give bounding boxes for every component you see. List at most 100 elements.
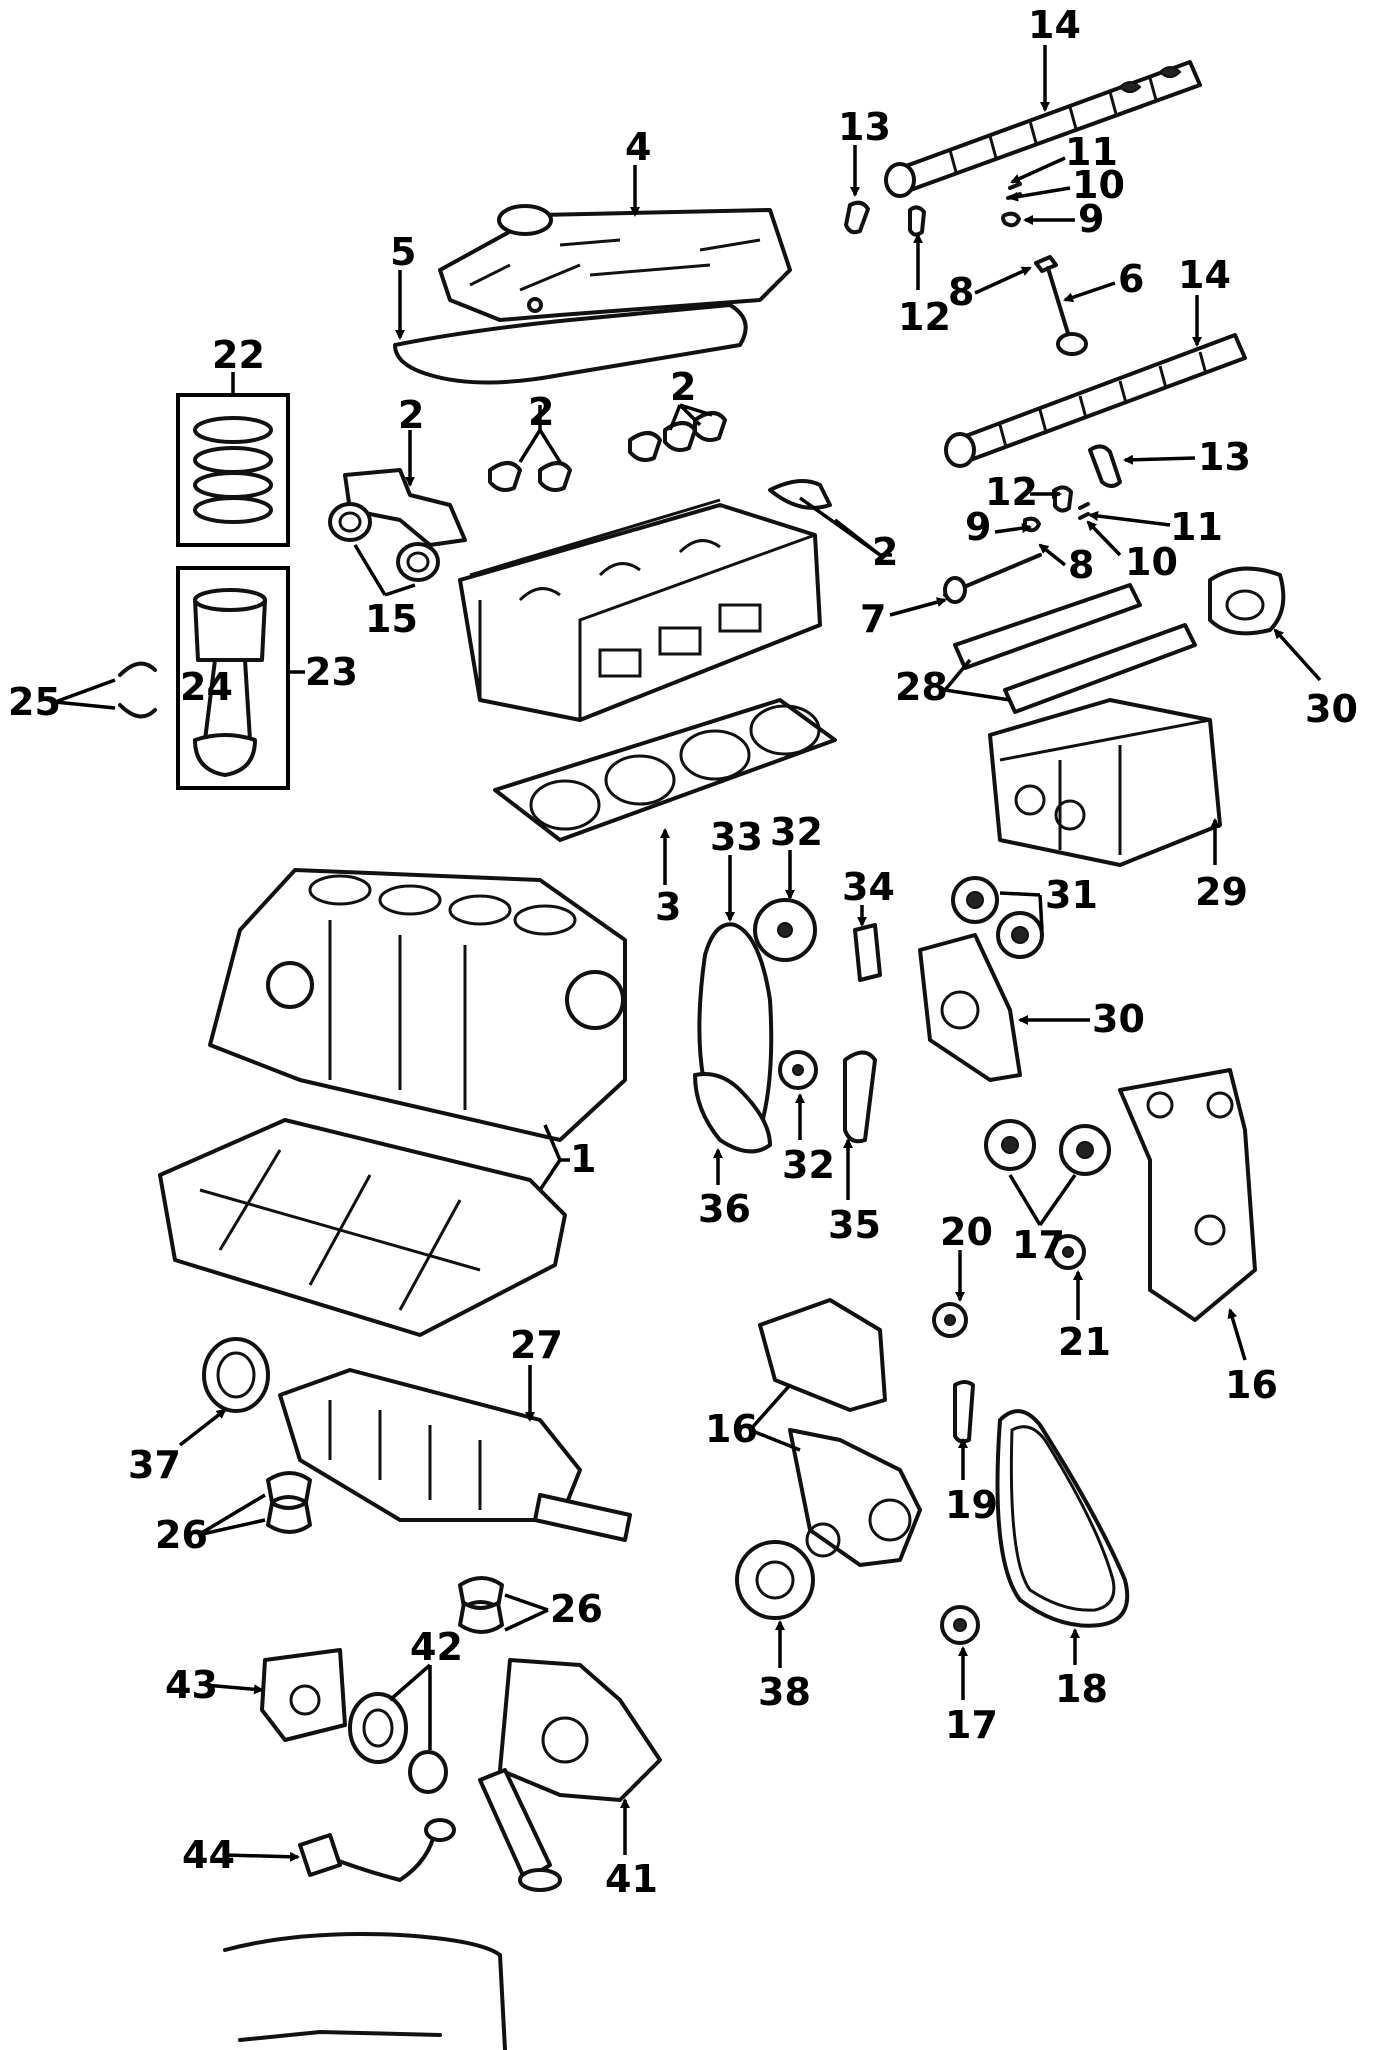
callout-5: 5: [390, 230, 416, 274]
cam-sprocket: [753, 898, 817, 962]
callout-35: 35: [828, 1203, 881, 1247]
chain-tensioner-arm: [843, 1050, 877, 1144]
callout-29: 29: [1195, 870, 1248, 914]
piston-rings: [193, 416, 273, 524]
callout-42: 42: [410, 1625, 463, 1669]
callout-32: 32: [770, 810, 823, 854]
callout-30: 30: [1305, 687, 1358, 731]
engine-block: [208, 868, 627, 1142]
callout-26: 26: [550, 1587, 603, 1631]
timing-belt-sprockets: [984, 1119, 1111, 1176]
callout-2: 2: [670, 365, 696, 409]
head-gasket: [493, 698, 837, 842]
callout-27: 27: [510, 1323, 563, 1367]
camshaft-lower: [944, 333, 1247, 468]
callout-22: 22: [212, 333, 265, 377]
oil-pickup-tube: [298, 1818, 456, 1882]
chain-guide-fixed: [853, 923, 882, 982]
callout-2: 2: [528, 390, 554, 434]
valve-cover: [438, 204, 792, 322]
callout-13: 13: [838, 105, 891, 149]
callout-9: 9: [1078, 197, 1104, 241]
callout-10: 10: [1125, 540, 1178, 584]
tensioner-bracket: [953, 1380, 975, 1444]
callout-15: 15: [365, 597, 418, 641]
callout-26: 26: [155, 1513, 208, 1557]
balance-shaft-cover-upper: [1208, 566, 1286, 636]
callout-2: 2: [872, 530, 898, 574]
callout-12: 12: [898, 295, 951, 339]
callout-4: 4: [625, 125, 651, 169]
cylinder-head: [458, 498, 822, 722]
callout-3: 3: [655, 885, 681, 929]
callout-43: 43: [165, 1663, 218, 1707]
callout-23: 23: [305, 650, 358, 694]
callout-2: 2: [398, 393, 424, 437]
callout-9: 9: [965, 505, 991, 549]
oil-pump: [478, 1658, 662, 1892]
camshaft-upper: [884, 60, 1202, 198]
callout-37: 37: [128, 1443, 181, 1487]
idler-pulley: [1050, 1234, 1086, 1270]
callout-28: 28: [895, 665, 948, 709]
valve-parts-lower: [943, 444, 1122, 604]
callout-17: 17: [945, 1703, 998, 1747]
callout-11: 11: [1065, 130, 1118, 174]
callout-21: 21: [1058, 1320, 1111, 1364]
timing-belt: [995, 1409, 1130, 1628]
callout-18: 18: [1055, 1667, 1108, 1711]
balance-shaft-housing: [988, 698, 1222, 867]
callout-6: 6: [1118, 257, 1144, 301]
valve-cover-gasket: [393, 303, 748, 385]
belt-tensioner: [932, 1302, 968, 1338]
callout-1: 1: [570, 1137, 596, 1181]
balance-shaft-gears: [951, 876, 1044, 959]
piston-assembly: [193, 588, 267, 777]
callout-32: 32: [782, 1143, 835, 1187]
crankshaft-damper: [735, 1540, 815, 1620]
callout-10: 10: [1072, 163, 1125, 207]
callout-31: 31: [1045, 873, 1098, 917]
rear-main-seal: [202, 1337, 270, 1413]
callout-16: 16: [1225, 1363, 1278, 1407]
callout-11: 11: [1170, 505, 1223, 549]
cam-seals: [328, 502, 440, 582]
timing-belt-sprocket-crank: [940, 1605, 980, 1645]
chain-guide: [693, 1072, 772, 1154]
timing-cover-rear: [1118, 1068, 1257, 1322]
callout-numbers: 14 13 11 10 9 4 5 8 12 6 14 22 2 2 2 2 1…: [8, 3, 1358, 1901]
callout-41: 41: [605, 1857, 658, 1901]
block-lower-frame: [158, 1118, 567, 1337]
leader-lines: [54, 45, 1322, 1862]
callout-17: 17: [1012, 1223, 1065, 1267]
callout-44: 44: [182, 1833, 235, 1877]
callout-38: 38: [758, 1670, 811, 1714]
piston-box: [176, 566, 290, 790]
callout-24: 24: [180, 665, 233, 709]
callout-13: 13: [1198, 435, 1251, 479]
callout-20: 20: [940, 1210, 993, 1254]
oil-pan: [223, 1932, 507, 2050]
callout-36: 36: [698, 1187, 751, 1231]
callout-25: 25: [8, 680, 61, 724]
callout-8: 8: [948, 270, 974, 314]
timing-cover-lower: [788, 1428, 922, 1567]
crankshaft: [278, 1368, 632, 1542]
callout-19: 19: [945, 1483, 998, 1527]
callout-34: 34: [842, 865, 895, 909]
callout-16: 16: [705, 1407, 758, 1451]
callout-8: 8: [1068, 543, 1094, 587]
callout-33: 33: [710, 815, 763, 859]
balance-shaft-cover-lower: [918, 933, 1022, 1082]
main-bearings: [266, 1471, 504, 1634]
callout-14: 14: [1028, 3, 1081, 47]
valve-parts-upper: [844, 182, 1088, 356]
oil-pump-gasket: [260, 1648, 347, 1742]
oil-pump-seals: [348, 1692, 448, 1794]
callout-12: 12: [985, 470, 1038, 514]
callout-30: 30: [1092, 997, 1145, 1041]
piston-pin-clips: [118, 661, 157, 719]
timing-cover-upper: [758, 1298, 887, 1412]
balance-shafts: [953, 583, 1197, 714]
